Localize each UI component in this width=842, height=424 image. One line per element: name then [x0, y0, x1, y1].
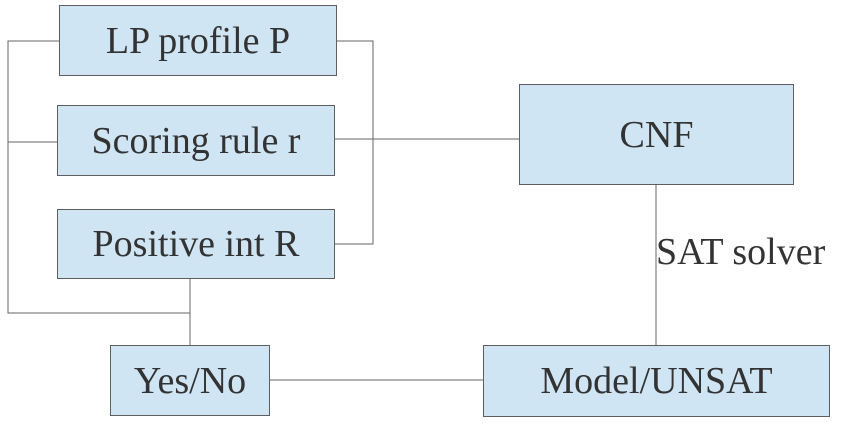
model-unsat-label: Model/UNSAT	[540, 360, 773, 402]
positive-int-node: Positive int R	[57, 209, 335, 279]
sat-solver-edge-label: SAT solver	[656, 231, 826, 273]
lp-profile-label: LP profile P	[105, 19, 291, 62]
yes-no-node: Yes/No	[110, 345, 270, 416]
model-unsat-node: Model/UNSAT	[483, 345, 830, 417]
scoring-rule-node: Scoring rule r	[57, 105, 335, 176]
right-input-bracket	[335, 40, 374, 245]
yes-no-label: Yes/No	[133, 359, 247, 402]
cnf-node: CNF	[519, 84, 794, 185]
cnf-label: CNF	[619, 113, 694, 156]
scoring-rule-label: Scoring rule r	[91, 119, 301, 162]
positive-int-label: Positive int R	[92, 223, 300, 265]
left-input-bracket	[7, 40, 190, 314]
lp-profile-node: LP profile P	[59, 5, 337, 76]
